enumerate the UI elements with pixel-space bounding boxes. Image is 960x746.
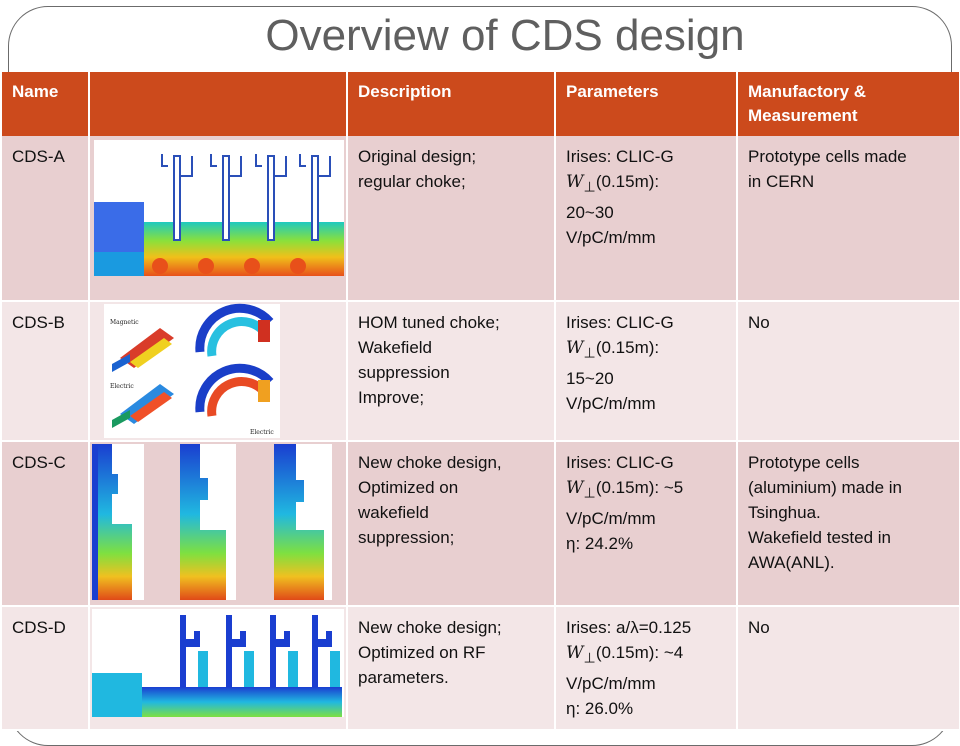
- param-unit: V/pC/m/mm: [566, 394, 656, 414]
- header-parameters: Parameters: [555, 72, 738, 136]
- row-name: CDS-C: [2, 441, 90, 607]
- row-parameters: Irises: CLIC-G W⊥(0.15m): 15~20 V/pC/m/m…: [555, 301, 738, 442]
- cds-d-field-image: [89, 606, 348, 732]
- wake-subscript: ⊥: [583, 485, 596, 502]
- table-row: CDS-A: [2, 136, 960, 302]
- param-wake: W⊥(0.15m):: [566, 169, 726, 200]
- param-unit: V/pC/m/mm: [566, 674, 656, 694]
- manufactory-line: (aluminium) made in: [748, 478, 902, 497]
- header-image: [89, 72, 348, 136]
- row-parameters: Irises: CLIC-G W⊥(0.15m): 20~30 V/pC/m/m…: [555, 136, 738, 302]
- description-line: Optimized on: [358, 478, 459, 497]
- wake-subscript: ⊥: [583, 345, 596, 362]
- cds-c-field-image: [89, 441, 348, 607]
- param-irises: Irises: a/λ=0.125: [566, 618, 692, 637]
- row-description: New choke design; Optimized on RF parame…: [347, 606, 556, 732]
- manufactory-line: No: [748, 313, 770, 332]
- manufactory-line: Prototype cells made: [748, 147, 907, 166]
- slide-title: Overview of CDS design: [265, 11, 745, 60]
- cds-table: Name Description Parameters Manufactory …: [2, 72, 960, 732]
- label-electric-left: Electric: [110, 383, 134, 390]
- row-parameters: Irises: CLIC-G W⊥(0.15m): ~5 V/pC/m/mm η…: [555, 441, 738, 607]
- row-manufactory: Prototype cells made in CERN: [737, 136, 960, 302]
- description-line: Optimized on RF: [358, 643, 486, 662]
- description-line: New choke design,: [358, 453, 502, 472]
- param-eta: η: 24.2%: [566, 534, 634, 554]
- manufactory-line: No: [748, 618, 770, 637]
- description-line: suppression;: [358, 528, 455, 547]
- wake-subscript: ⊥: [583, 650, 596, 667]
- row-manufactory: Prototype cells (aluminium) made in Tsin…: [737, 441, 960, 607]
- param-irises: Irises: CLIC-G: [566, 313, 674, 332]
- row-description: HOM tuned choke; Wakefield suppression I…: [347, 301, 556, 442]
- header-description: Description: [347, 72, 556, 136]
- row-parameters: Irises: a/λ=0.125 W⊥(0.15m): ~4 V/pC/m/m…: [555, 606, 738, 732]
- row-name: CDS-B: [2, 301, 90, 442]
- description-line: suppression: [358, 363, 450, 382]
- description-line: parameters.: [358, 668, 449, 687]
- wake-symbol: W: [566, 338, 584, 358]
- row-description: Original design; regular choke;: [347, 136, 556, 302]
- param-unit: V/pC/m/mm: [566, 509, 656, 529]
- row-description: New choke design, Optimized on wakefield…: [347, 441, 556, 607]
- param-wake-value: 20~30: [566, 203, 614, 223]
- row-manufactory: No: [737, 301, 960, 442]
- description-line: Wakefield: [358, 338, 433, 357]
- param-eta: η: 26.0%: [566, 699, 634, 719]
- param-wake-value: 15~20: [566, 369, 614, 389]
- table-row: CDS-D: [2, 606, 960, 732]
- description-line: wakefield: [358, 503, 429, 522]
- wake-symbol: W: [566, 643, 584, 663]
- description-line: HOM tuned choke;: [358, 313, 500, 332]
- description-line: Original design;: [358, 147, 477, 166]
- wake-subscript: ⊥: [583, 179, 596, 196]
- manufactory-line: AWA(ANL).: [748, 553, 835, 572]
- row-manufactory: No: [737, 606, 960, 732]
- table-row: CDS-B Magnetic Electric Magnetic Electri…: [2, 301, 960, 442]
- manufactory-line: Tsinghua.: [748, 503, 821, 522]
- label-magnetic-left: Magnetic: [110, 319, 139, 326]
- cds-b-field-image: Magnetic Electric Magnetic Electric: [89, 301, 348, 442]
- description-line: regular choke;: [358, 172, 466, 191]
- header-name: Name: [2, 72, 90, 136]
- param-wake: W⊥(0.15m): ~5: [566, 475, 726, 506]
- row-name: CDS-D: [2, 606, 90, 732]
- param-wake: W⊥(0.15m):: [566, 335, 726, 366]
- param-wake: W⊥(0.15m): ~4: [566, 640, 726, 671]
- param-irises: Irises: CLIC-G: [566, 147, 674, 166]
- wake-text: (0.15m):: [595, 338, 660, 357]
- wake-text: (0.15m): ~5: [595, 478, 684, 497]
- param-unit: V/pC/m/mm: [566, 228, 656, 248]
- label-electric-right: Electric: [250, 429, 274, 436]
- wake-symbol: W: [566, 172, 584, 192]
- param-irises: Irises: CLIC-G: [566, 453, 674, 472]
- wake-text: (0.15m): ~4: [595, 643, 684, 662]
- row-name: CDS-A: [2, 136, 90, 302]
- table-row: CDS-C: [2, 441, 960, 607]
- manufactory-line: Wakefield tested in: [748, 528, 891, 547]
- cds-a-field-image: [89, 136, 348, 302]
- wake-symbol: W: [566, 478, 584, 498]
- wake-text: (0.15m):: [595, 172, 660, 191]
- table-header: Name Description Parameters Manufactory …: [2, 72, 960, 136]
- manufactory-line: in CERN: [748, 172, 815, 191]
- description-line: New choke design;: [358, 618, 502, 637]
- header-manufactory: Manufactory & Measurement: [737, 72, 960, 136]
- description-line: Improve;: [358, 388, 425, 407]
- manufactory-line: Prototype cells: [748, 453, 860, 472]
